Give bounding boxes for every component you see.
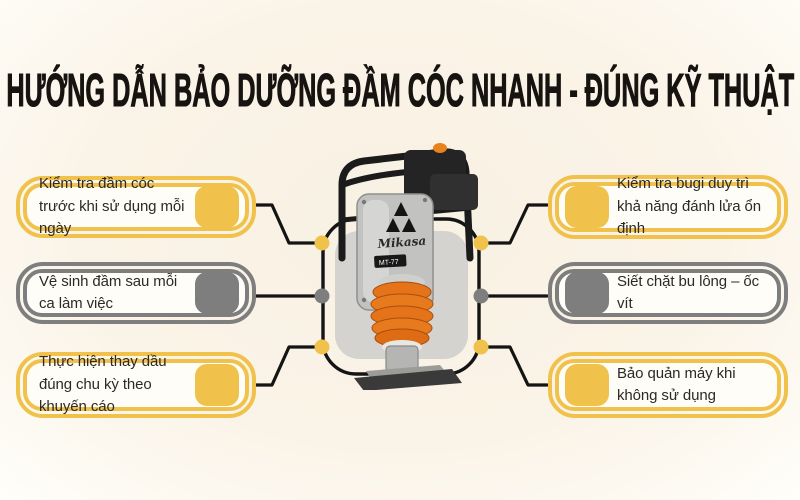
card-text: Thực hiện thay dầu đúng chu kỳ theo khuy… [39, 353, 167, 416]
tamping-rammer-image: Mikasa MT-77 [338, 143, 478, 390]
step-icon-square [565, 364, 609, 406]
card-text: Siết chặt bu lông – ốc vít [617, 272, 760, 313]
card-check-spark-plug: Kiểm tra bugi duy trì khả năng đánh lửa … [548, 175, 788, 239]
step-icon-square [195, 364, 239, 406]
card-inner: Kiểm tra bugi duy trì khả năng đánh lửa … [555, 175, 781, 237]
card-text: Kiểm tra đầm cóc trước khi sử dụng mỗi n… [39, 175, 185, 238]
step-icon-square [565, 272, 609, 314]
brand-triangle-logo [386, 202, 416, 232]
card-oil-change: Thực hiện thay dầu đúng chu kỳ theo khuy… [16, 352, 256, 418]
connector-left-bottom [254, 345, 319, 387]
connector-right-bottom [484, 345, 549, 387]
page-title: HƯỚNG DẪN BẢO DƯỠNG ĐẦM CÓC NHANH - ĐÚNG… [0, 62, 800, 118]
card-text: Bảo quản máy khi không sử dụng [617, 364, 736, 405]
connector-left-top [254, 203, 319, 245]
step-icon-square [195, 186, 239, 228]
model-plate [374, 254, 407, 268]
rammer-handle-grip [339, 169, 410, 188]
card-check-before-use: Kiểm tra đầm cóc trước khi sử dụng mỗi n… [16, 175, 256, 238]
card-tighten-bolts: Siết chặt bu lông – ốc vít [548, 262, 788, 324]
rammer-bolt [361, 199, 367, 205]
rammer-cylinder [430, 174, 478, 210]
card-inner: Siết chặt bu lông – ốc vít [555, 269, 781, 317]
card-inner: Bảo quản máy khi không sử dụng [555, 359, 781, 411]
rammer-foot-plate [354, 369, 462, 390]
card-inner: Kiểm tra đầm cóc trước khi sử dụng mỗi n… [23, 175, 249, 237]
rammer-bolt [422, 197, 428, 203]
step-icon-square [195, 272, 239, 314]
card-storage: Bảo quản máy khi không sử dụng [548, 352, 788, 418]
rammer-body-highlight [363, 200, 389, 302]
step-icon-square [565, 186, 609, 228]
dot-left-middle [314, 288, 330, 304]
dot-right-bottom [473, 339, 489, 355]
dot-right-top [473, 235, 489, 251]
card-inner: Vệ sinh đầm sau mỗi ca làm việc [23, 269, 249, 317]
brand-label: Mikasa [376, 234, 426, 251]
dot-left-bottom [314, 339, 330, 355]
card-text: Kiểm tra bugi duy trì khả năng đánh lửa … [617, 175, 761, 238]
dot-left-top [314, 235, 330, 251]
dot-right-middle [473, 288, 489, 304]
rammer-fuel-cap [433, 143, 447, 153]
card-text: Vệ sinh đầm sau mỗi ca làm việc [39, 272, 178, 313]
page-title-text: HƯỚNG DẪN BẢO DƯỠNG ĐẦM CÓC NHANH - ĐÚNG… [6, 64, 794, 116]
connector-right-top [484, 203, 549, 245]
rammer-bellows [370, 281, 434, 348]
card-clean-after-shift: Vệ sinh đầm sau mỗi ca làm việc [16, 262, 256, 324]
rammer-bolt [361, 297, 367, 303]
model-label: MT-77 [379, 259, 399, 267]
card-inner: Thực hiện thay dầu đúng chu kỳ theo khuy… [23, 353, 249, 415]
